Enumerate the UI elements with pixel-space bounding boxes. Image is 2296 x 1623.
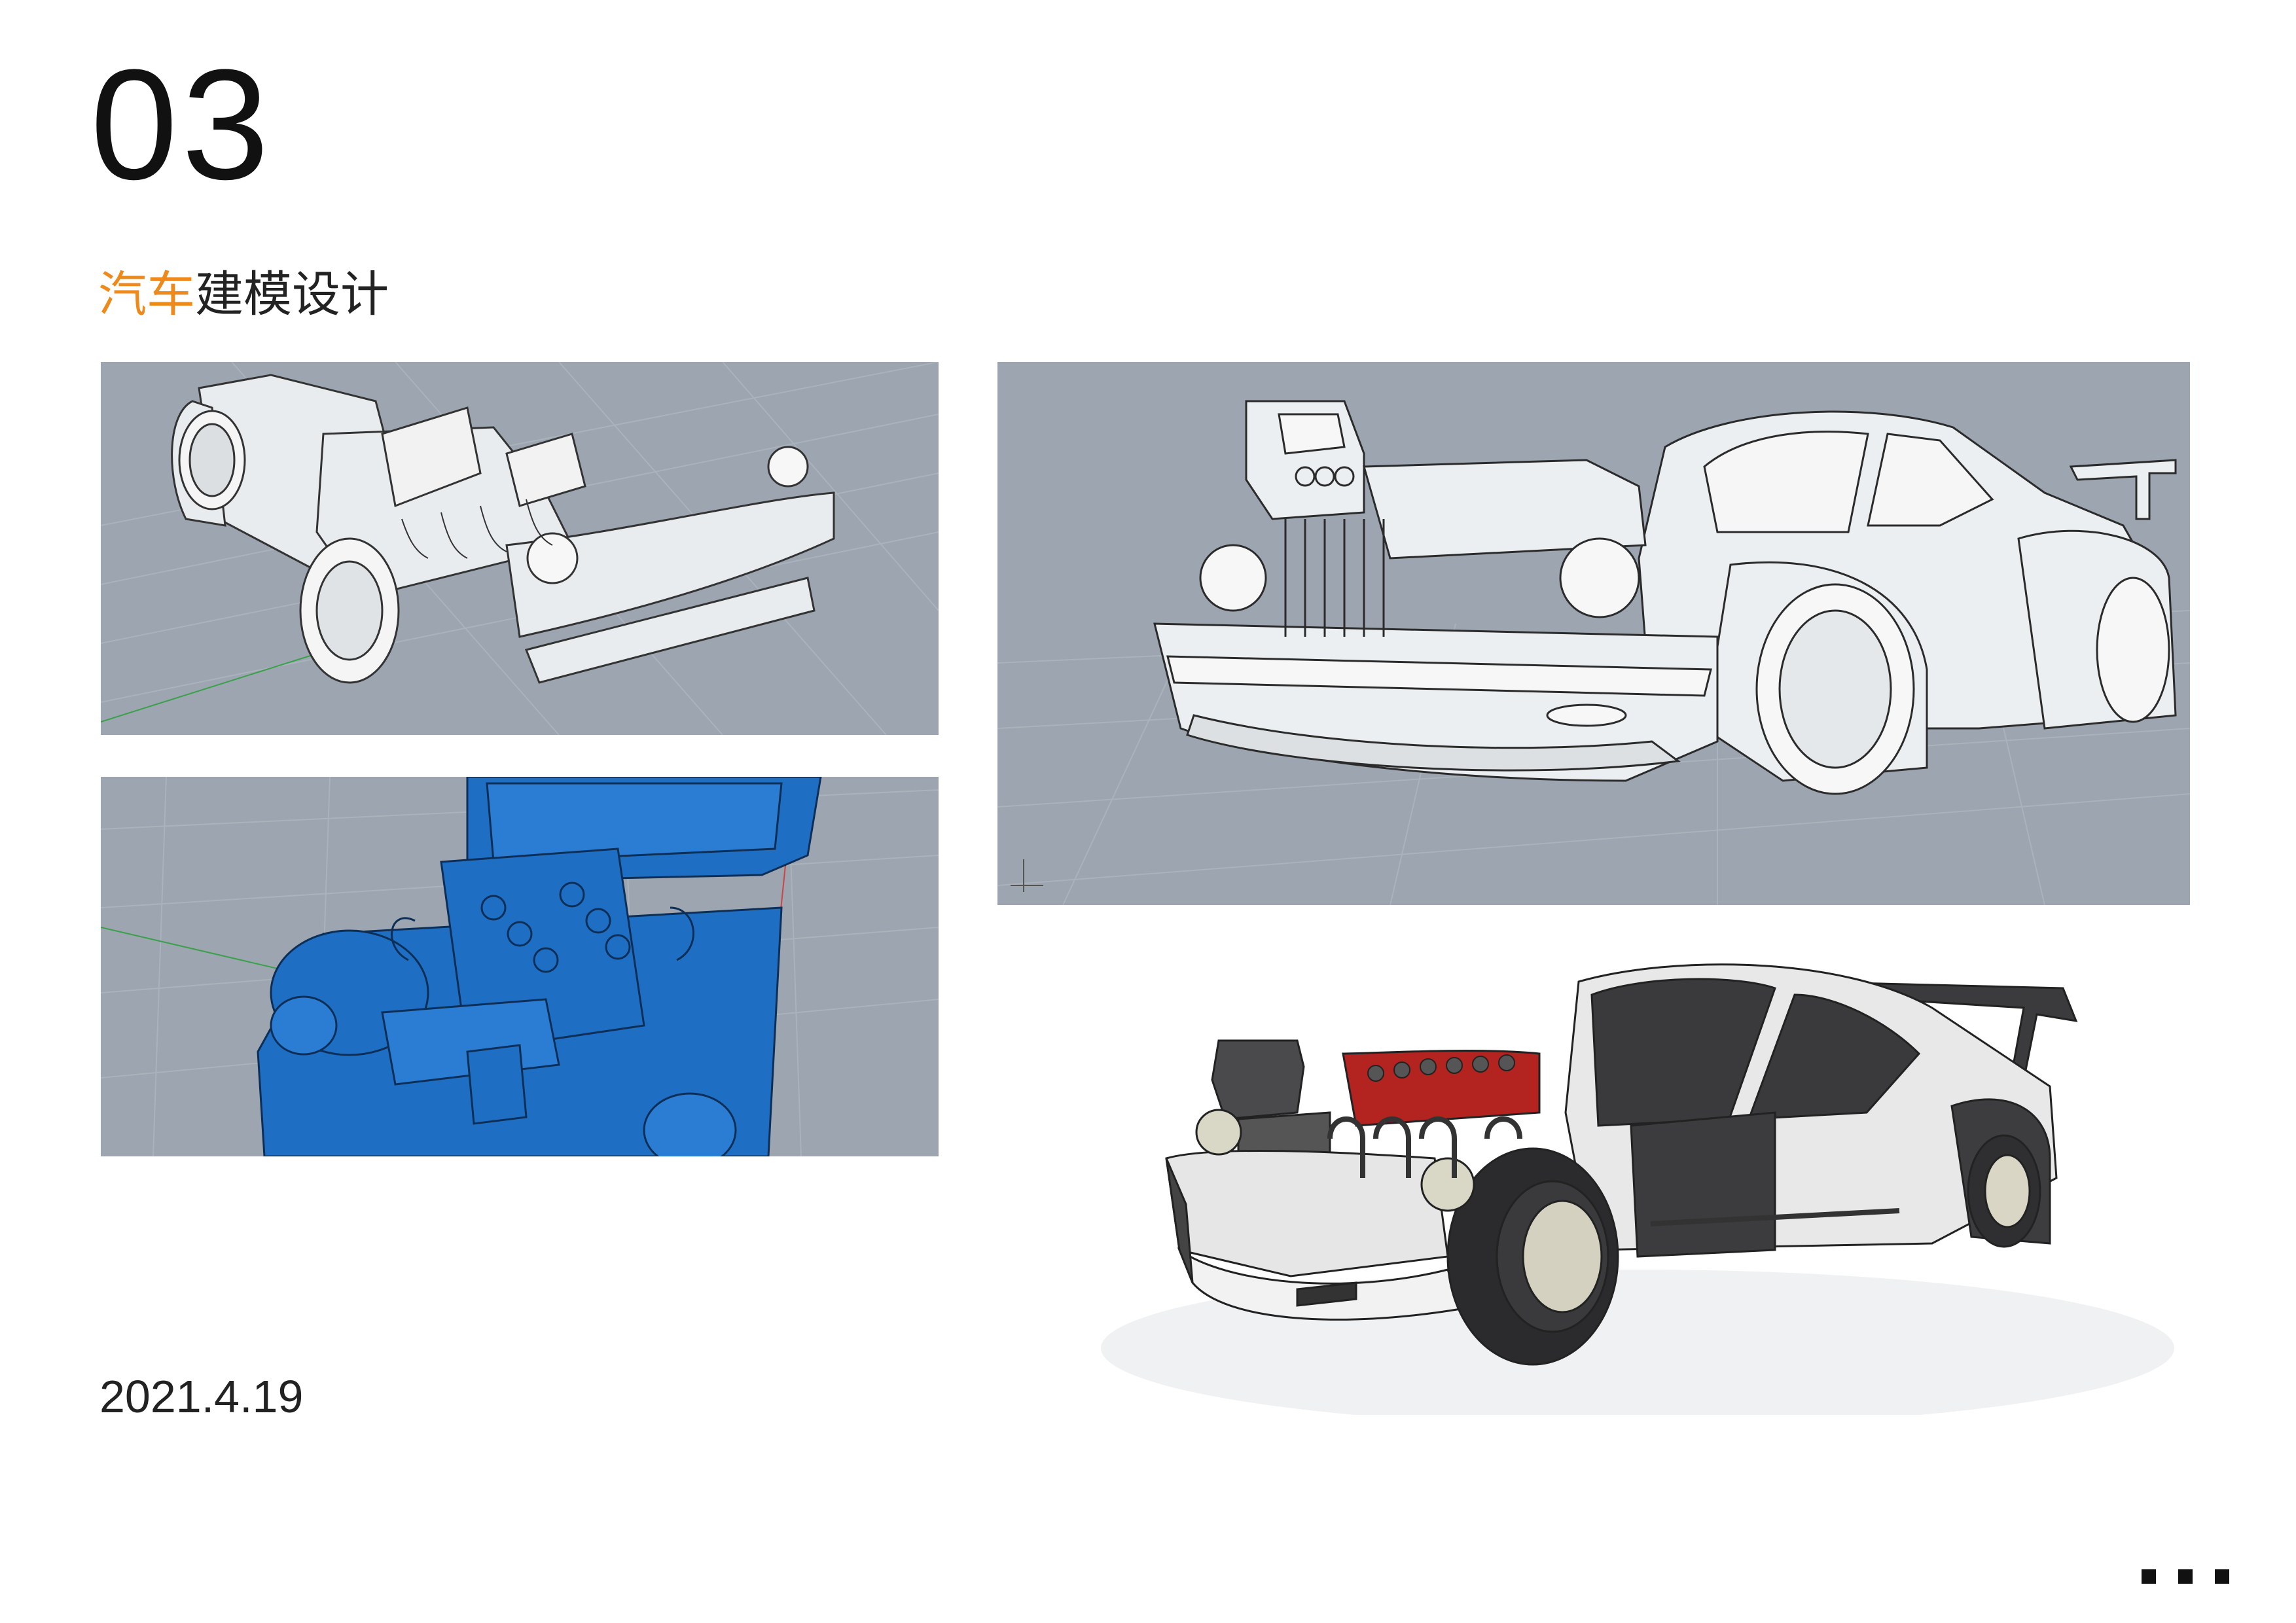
page-number: 03 (90, 37, 273, 212)
wireframe-view-top-left (101, 362, 939, 735)
more-dots-icon[interactable] (2142, 1569, 2229, 1584)
dot (2215, 1569, 2229, 1584)
title-accent: 汽车 (98, 266, 195, 323)
title-rest: 建模设计 (195, 266, 389, 323)
page-title: 汽车建模设计 (98, 255, 389, 325)
render-view (1081, 942, 2190, 1415)
dot (2142, 1569, 2156, 1584)
shaded-blue-view (101, 777, 939, 1156)
dot (2178, 1569, 2193, 1584)
date-label: 2021.4.19 (99, 1371, 304, 1422)
wireframe-view-right (997, 362, 2190, 905)
